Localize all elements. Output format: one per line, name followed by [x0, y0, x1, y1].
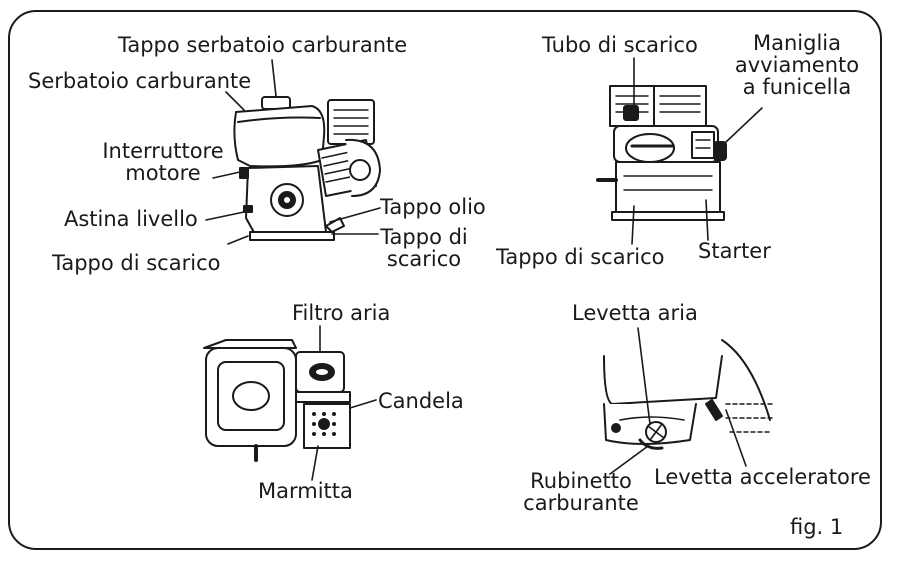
label-muffler: Marmitta [258, 480, 353, 502]
label-air-filter: Filtro aria [292, 302, 390, 324]
label-recoil-starter-handle: Maniglia avviamento a funicella [722, 32, 872, 98]
label-starter: Starter [698, 240, 771, 262]
label-drain-plug-left: Tappo di scarico [52, 252, 220, 274]
label-fuel-valve: Rubinetto carburante [508, 470, 654, 514]
label-exhaust-pipe: Tubo di scarico [542, 34, 698, 56]
label-drain-plug-right: Tappo di scarico [370, 226, 478, 270]
controls-detail-view [604, 340, 774, 448]
engine-rear-view [204, 340, 350, 460]
label-choke-lever: Levetta aria [572, 302, 698, 324]
label-drain-plug: Tappo di scarico [496, 246, 664, 268]
label-dipstick: Astina livello [64, 208, 198, 230]
label-fuel-tank: Serbatoio carburante [28, 70, 251, 92]
label-fuel-tank-cap: Tappo serbatoio carburante [118, 34, 407, 56]
label-throttle-lever: Levetta acceleratore [654, 466, 871, 488]
label-engine-switch: Interruttore motore [88, 140, 238, 184]
engine-side-view [234, 97, 380, 240]
engine-front-view [598, 86, 726, 220]
label-oil-cap: Tappo olio [380, 196, 486, 218]
figure-caption: fig. 1 [790, 516, 843, 538]
label-spark-plug: Candela [378, 390, 464, 412]
